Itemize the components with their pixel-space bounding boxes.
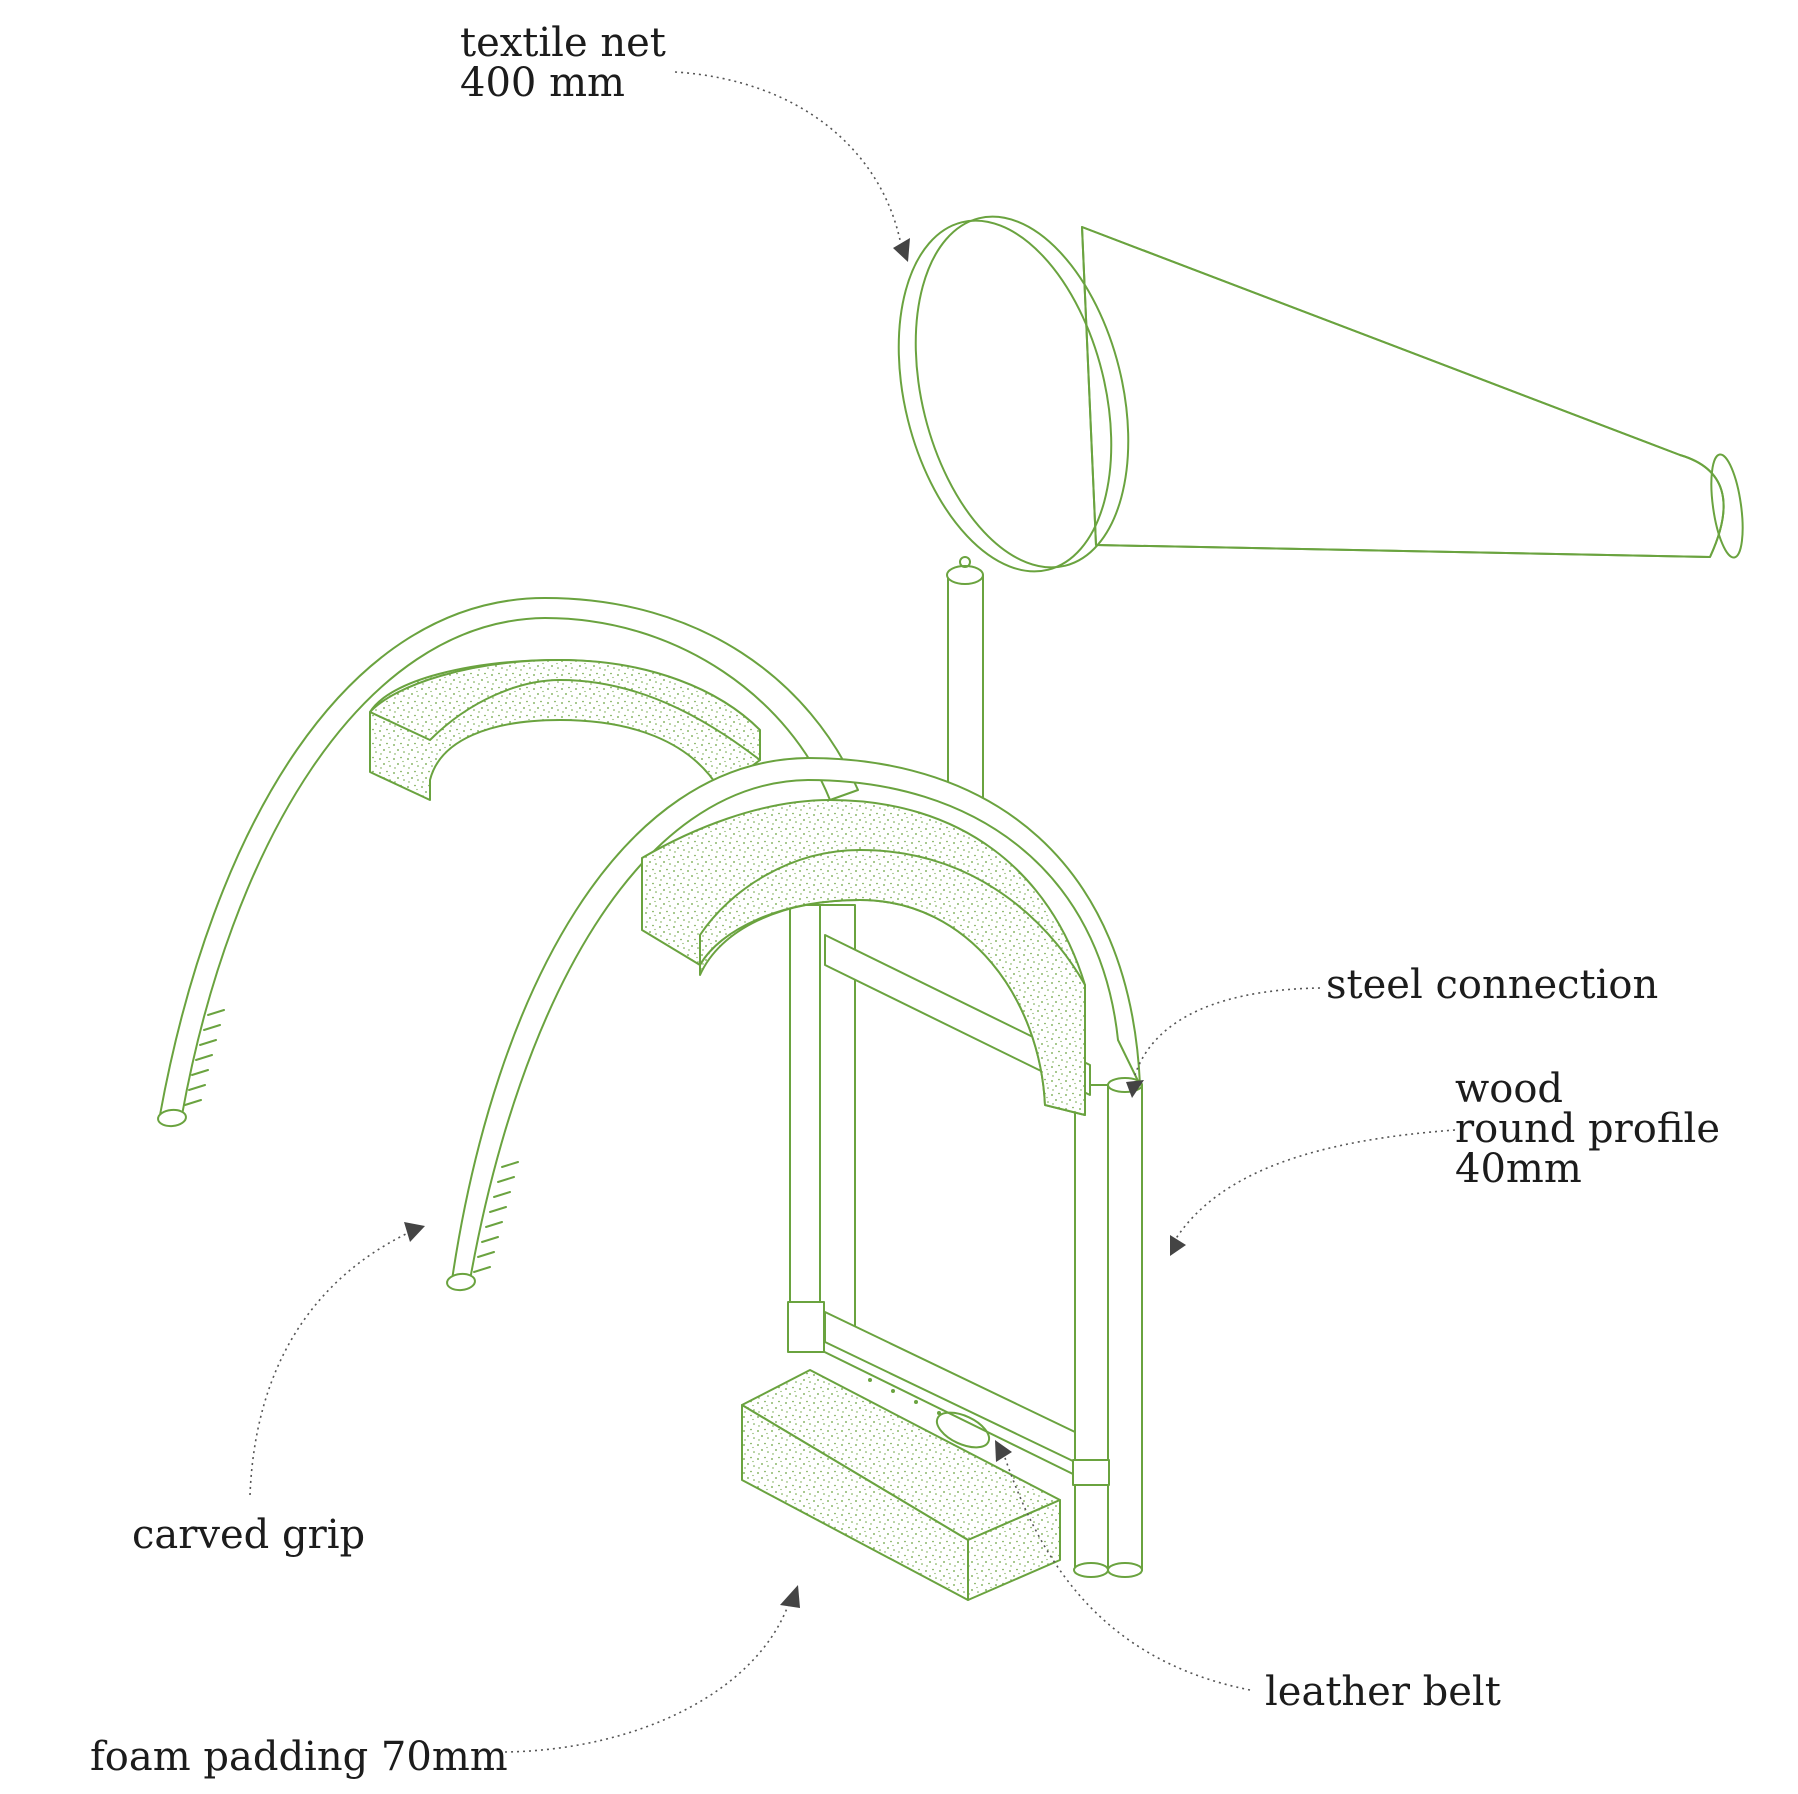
- label-textile-net-line1: textile net: [460, 20, 666, 66]
- arrow-foam-padding: [780, 1585, 800, 1608]
- label-steel-connection: steel connection: [1326, 962, 1658, 1008]
- arrow-carved-grip: [404, 1222, 425, 1242]
- arrow-leather-belt: [995, 1440, 1012, 1462]
- leader-steel-connection: [1134, 987, 1321, 1076]
- label-foam-padding: foam padding 70mm: [90, 1734, 508, 1780]
- leader-textile-net: [674, 71, 901, 241]
- front-grip-carving: [473, 1161, 519, 1273]
- label-wood-line1: wood: [1455, 1066, 1563, 1112]
- label-wood-profile: wood round profile 40mm: [1455, 1066, 1733, 1192]
- net-pole: [946, 556, 984, 801]
- label-leather-belt: leather belt: [1265, 1669, 1501, 1715]
- label-carved-grip: carved grip: [132, 1512, 365, 1558]
- arrow-wood-profile: [1170, 1235, 1186, 1256]
- rear-grip-carving: [184, 1009, 225, 1106]
- label-wood-line2: round profile: [1455, 1106, 1720, 1152]
- label-wood-line3: 40mm: [1455, 1146, 1582, 1192]
- wood-uprights: [789, 904, 1143, 1578]
- textile-net: [897, 215, 1744, 573]
- arrow-steel-connection: [1126, 1080, 1144, 1098]
- label-textile-net-line2: 400 mm: [460, 60, 625, 106]
- callout-labels: textile net 400 mm steel connection wood…: [90, 20, 1733, 1780]
- leather-belt: [787, 1301, 1110, 1486]
- front-arch: [446, 757, 1141, 1292]
- rear-arch: [157, 597, 859, 1128]
- leader-wood-profile: [1174, 1129, 1456, 1241]
- arrow-textile-net: [893, 238, 910, 262]
- leader-lines: [249, 71, 1456, 1753]
- leader-carved-grip: [249, 1231, 411, 1496]
- label-textile-net: textile net 400 mm: [460, 20, 679, 106]
- leader-foam-padding: [504, 1599, 791, 1753]
- foam-padding-block: [741, 1369, 1061, 1601]
